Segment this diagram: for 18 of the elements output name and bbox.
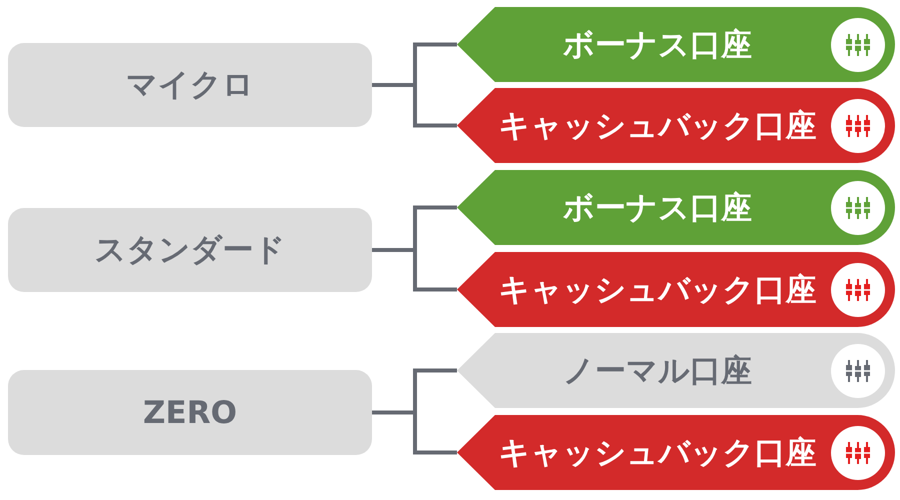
plan-box: [8, 208, 372, 292]
account-tag: [457, 333, 895, 408]
plan-box: [8, 370, 372, 455]
plan-name: ZERO: [143, 394, 237, 430]
account-name: キャッシュバック口座: [498, 270, 818, 310]
plan-box: [8, 43, 372, 127]
account-name: キャッシュバック口座: [498, 106, 818, 146]
account-tag: [457, 7, 895, 82]
account-tag: [457, 88, 895, 163]
plan-name: スタンダード: [94, 231, 286, 270]
account-tag: [457, 170, 895, 245]
account-name: キャッシュバック口座: [498, 434, 818, 472]
account-name: ノーマル口座: [562, 352, 753, 390]
account-tag: [457, 415, 895, 490]
account-name: ボーナス口座: [562, 26, 753, 64]
account-tag: [457, 252, 895, 327]
plan-name: マイクロ: [126, 66, 254, 105]
account-name: ボーナス口座: [562, 188, 753, 228]
